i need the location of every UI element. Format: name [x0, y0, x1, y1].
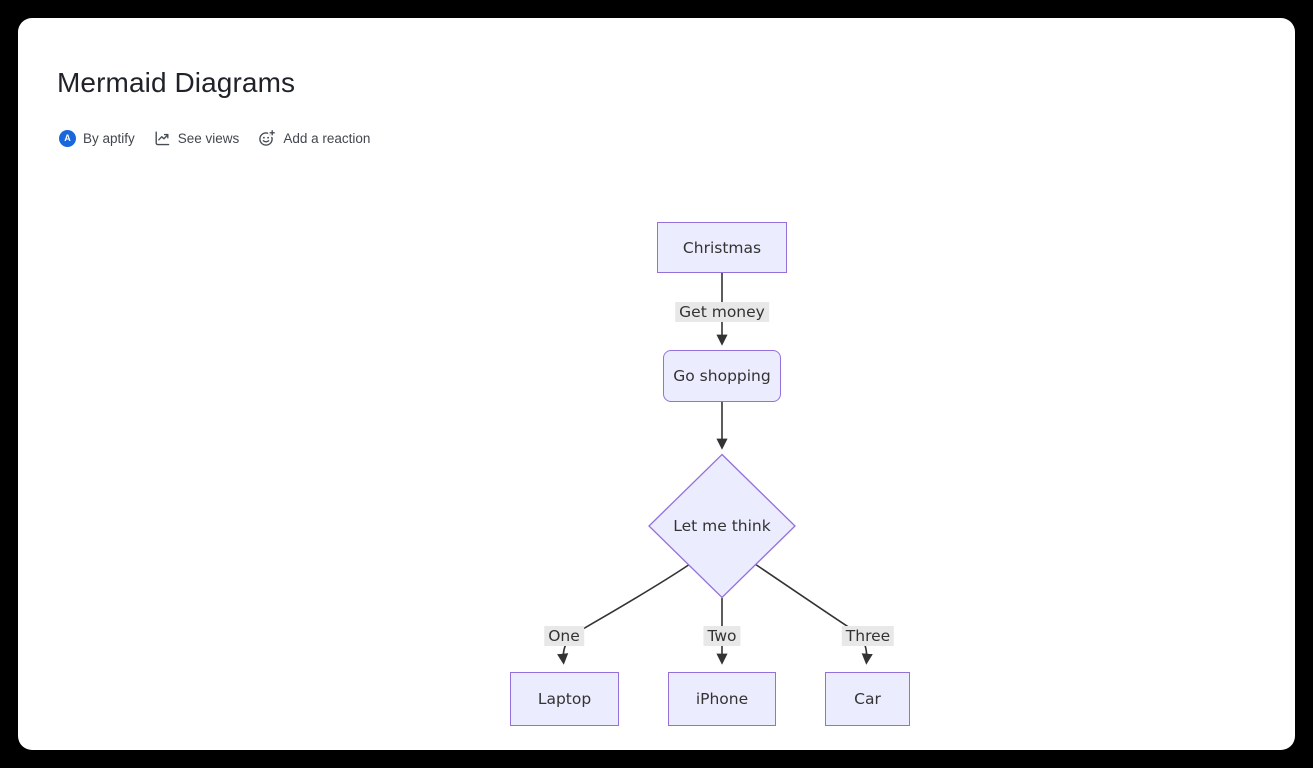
add-reaction-icon	[259, 129, 277, 146]
see-views-label: See views	[177, 130, 240, 146]
node-label: Car	[854, 690, 881, 708]
edge-label-one: One	[544, 626, 584, 646]
node-label: Go shopping	[673, 367, 771, 385]
byline: A By aptify See views Add a reaction	[59, 128, 370, 148]
edge-label-two: Two	[703, 626, 741, 646]
node-go-shopping: Go shopping	[663, 350, 781, 402]
line-chart-icon	[155, 131, 170, 145]
node-label: Laptop	[537, 690, 592, 708]
node-iphone: iPhone	[668, 672, 776, 726]
node-label: iPhone	[695, 690, 749, 708]
see-views-button[interactable]: See views	[154, 130, 240, 147]
add-reaction-label: Add a reaction	[283, 130, 371, 146]
node-decision-shape	[648, 453, 796, 599]
node-laptop: Laptop	[510, 672, 619, 726]
node-decision-label: Let me think	[649, 455, 795, 597]
page-card: Mermaid Diagrams A By aptify See views	[18, 18, 1295, 750]
flowchart-edges	[557, 273, 873, 665]
avatar: A	[59, 129, 76, 147]
node-christmas: Christmas	[657, 222, 787, 273]
add-reaction-button[interactable]: Add a reaction	[258, 129, 370, 147]
edge-label-three: Three	[841, 626, 895, 646]
author-link[interactable]: A By aptify	[59, 129, 135, 147]
node-label: Christmas	[682, 238, 762, 257]
node-car: Car	[825, 672, 910, 726]
edge-label-get-money: Get money	[675, 302, 769, 322]
mermaid-flowchart: Christmas Go shopping Let me think Lapto…	[18, 18, 1295, 750]
avatar-letter: A	[64, 133, 71, 143]
node-label: Let me think	[673, 517, 771, 535]
page-title: Mermaid Diagrams	[57, 67, 296, 98]
author-label: By aptify	[83, 130, 135, 146]
